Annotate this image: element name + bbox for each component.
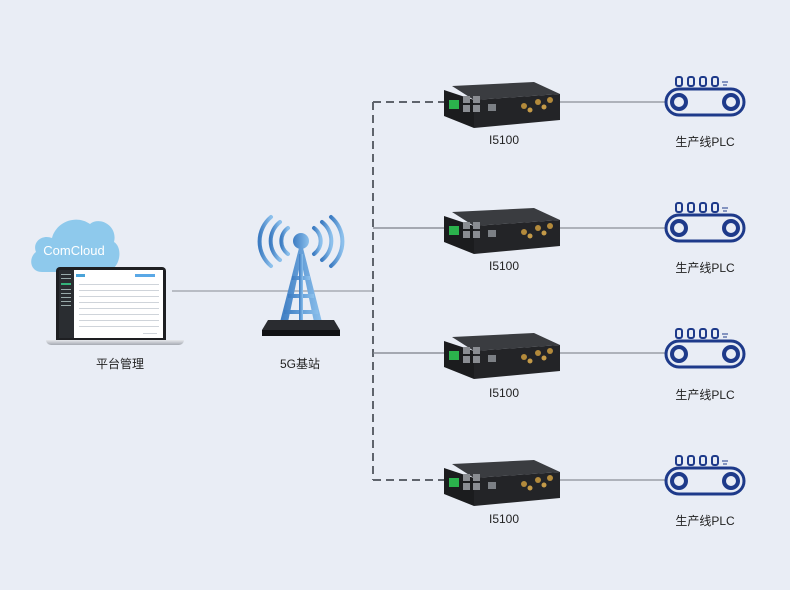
cell-tower-icon — [257, 215, 345, 336]
router-icon — [444, 208, 560, 254]
conveyor-belt-icon — [664, 455, 746, 496]
router-device[interactable] — [444, 331, 562, 381]
laptop-node[interactable] — [46, 267, 184, 349]
plc-node[interactable] — [664, 202, 748, 244]
dashboard-sidebar — [59, 270, 74, 338]
base-station-label: 5G基站 — [279, 357, 320, 371]
cloud-label: ComCloud — [43, 243, 105, 258]
laptop-screen — [56, 267, 166, 340]
router-label: I5100 — [488, 133, 520, 147]
router-icon — [444, 333, 560, 379]
plc-label: 生产线PLC — [675, 261, 735, 275]
router-device[interactable] — [444, 206, 562, 256]
conveyor-belt-icon — [664, 328, 746, 369]
router-label: I5100 — [488, 512, 520, 526]
router-icon — [444, 460, 560, 506]
plc-node[interactable] — [664, 328, 748, 370]
router-icon — [444, 82, 560, 128]
plc-label: 生产线PLC — [675, 514, 735, 528]
dashboard-logo — [76, 274, 85, 277]
conveyor-belt-icon — [664, 76, 746, 117]
cloud-icon — [31, 219, 120, 272]
router-label: I5100 — [488, 259, 520, 273]
base-station-node[interactable] — [256, 214, 346, 340]
platform-label: 平台管理 — [95, 357, 144, 371]
conveyor-belt-icon — [664, 202, 746, 243]
router-label: I5100 — [488, 386, 520, 400]
router-device[interactable] — [444, 80, 562, 130]
plc-label: 生产线PLC — [675, 135, 735, 149]
plc-node[interactable] — [664, 76, 748, 118]
router-device[interactable] — [444, 458, 562, 508]
laptop-base — [46, 340, 184, 345]
comcloud-node[interactable]: ComCloud — [28, 212, 120, 274]
plc-node[interactable] — [664, 455, 748, 497]
plc-label: 生产线PLC — [675, 388, 735, 402]
dashboard-button — [135, 274, 155, 277]
